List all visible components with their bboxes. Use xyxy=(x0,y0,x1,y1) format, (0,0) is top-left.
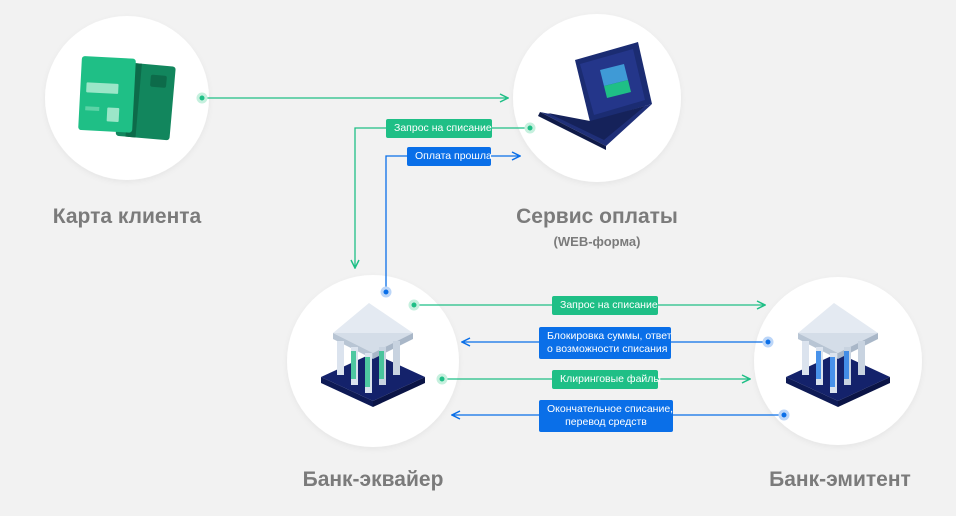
flow-label-charge-request-to-acquirer: Запрос на списание xyxy=(386,119,492,138)
flow-label-final-charge: Окончательное списание, перевод средств xyxy=(539,400,673,432)
issuer-node-label: Банк-эмитент xyxy=(769,468,911,491)
laptop-icon xyxy=(538,42,652,150)
arrow-origin-dot xyxy=(524,122,536,134)
flow-label-block-amount: Блокировка суммы, ответ о возможности сп… xyxy=(539,327,672,359)
acquirer-node-label: Банк-эквайер xyxy=(302,468,444,491)
card-node-label: Карта клиента xyxy=(52,205,202,228)
flow-label-text: Оплата прошла xyxy=(415,150,492,162)
arrow-origin-dot xyxy=(196,92,208,104)
flow-label-charge-request-to-issuer: Запрос на списание xyxy=(552,296,658,315)
flow-label-text-line2: о возможности списания xyxy=(547,343,668,355)
arrow-origin-dot xyxy=(778,409,790,421)
flow-label-text-line1: Блокировка суммы, ответ xyxy=(547,330,672,342)
flow-label-text-line2: перевод средств xyxy=(565,416,647,428)
arrow-acquirer-to-service xyxy=(385,156,520,292)
flow-label-text: Запрос на списание xyxy=(394,122,492,134)
issuer-bank-icon xyxy=(786,303,890,407)
arrow-origin-dot xyxy=(408,299,420,311)
acquirer-bank-icon xyxy=(321,303,425,407)
flow-label-payment-passed: Оплата прошла xyxy=(407,147,492,166)
arrow-origin-dot xyxy=(436,373,448,385)
arrow-origin-dot xyxy=(762,336,774,348)
payment-service-node-sublabel: (WEB-форма) xyxy=(553,234,641,249)
flow-label-text: Клиринговые файлы xyxy=(560,373,661,385)
payment-service-node-label: Сервис оплаты xyxy=(516,205,678,228)
flow-label-text: Запрос на списание xyxy=(560,299,658,311)
flow-label-text-line1: Окончательное списание, xyxy=(547,403,674,415)
arrow-origin-dot xyxy=(380,286,392,298)
flow-label-clearing-files: Клиринговые файлы xyxy=(552,370,661,389)
credit-cards-icon xyxy=(78,56,176,141)
